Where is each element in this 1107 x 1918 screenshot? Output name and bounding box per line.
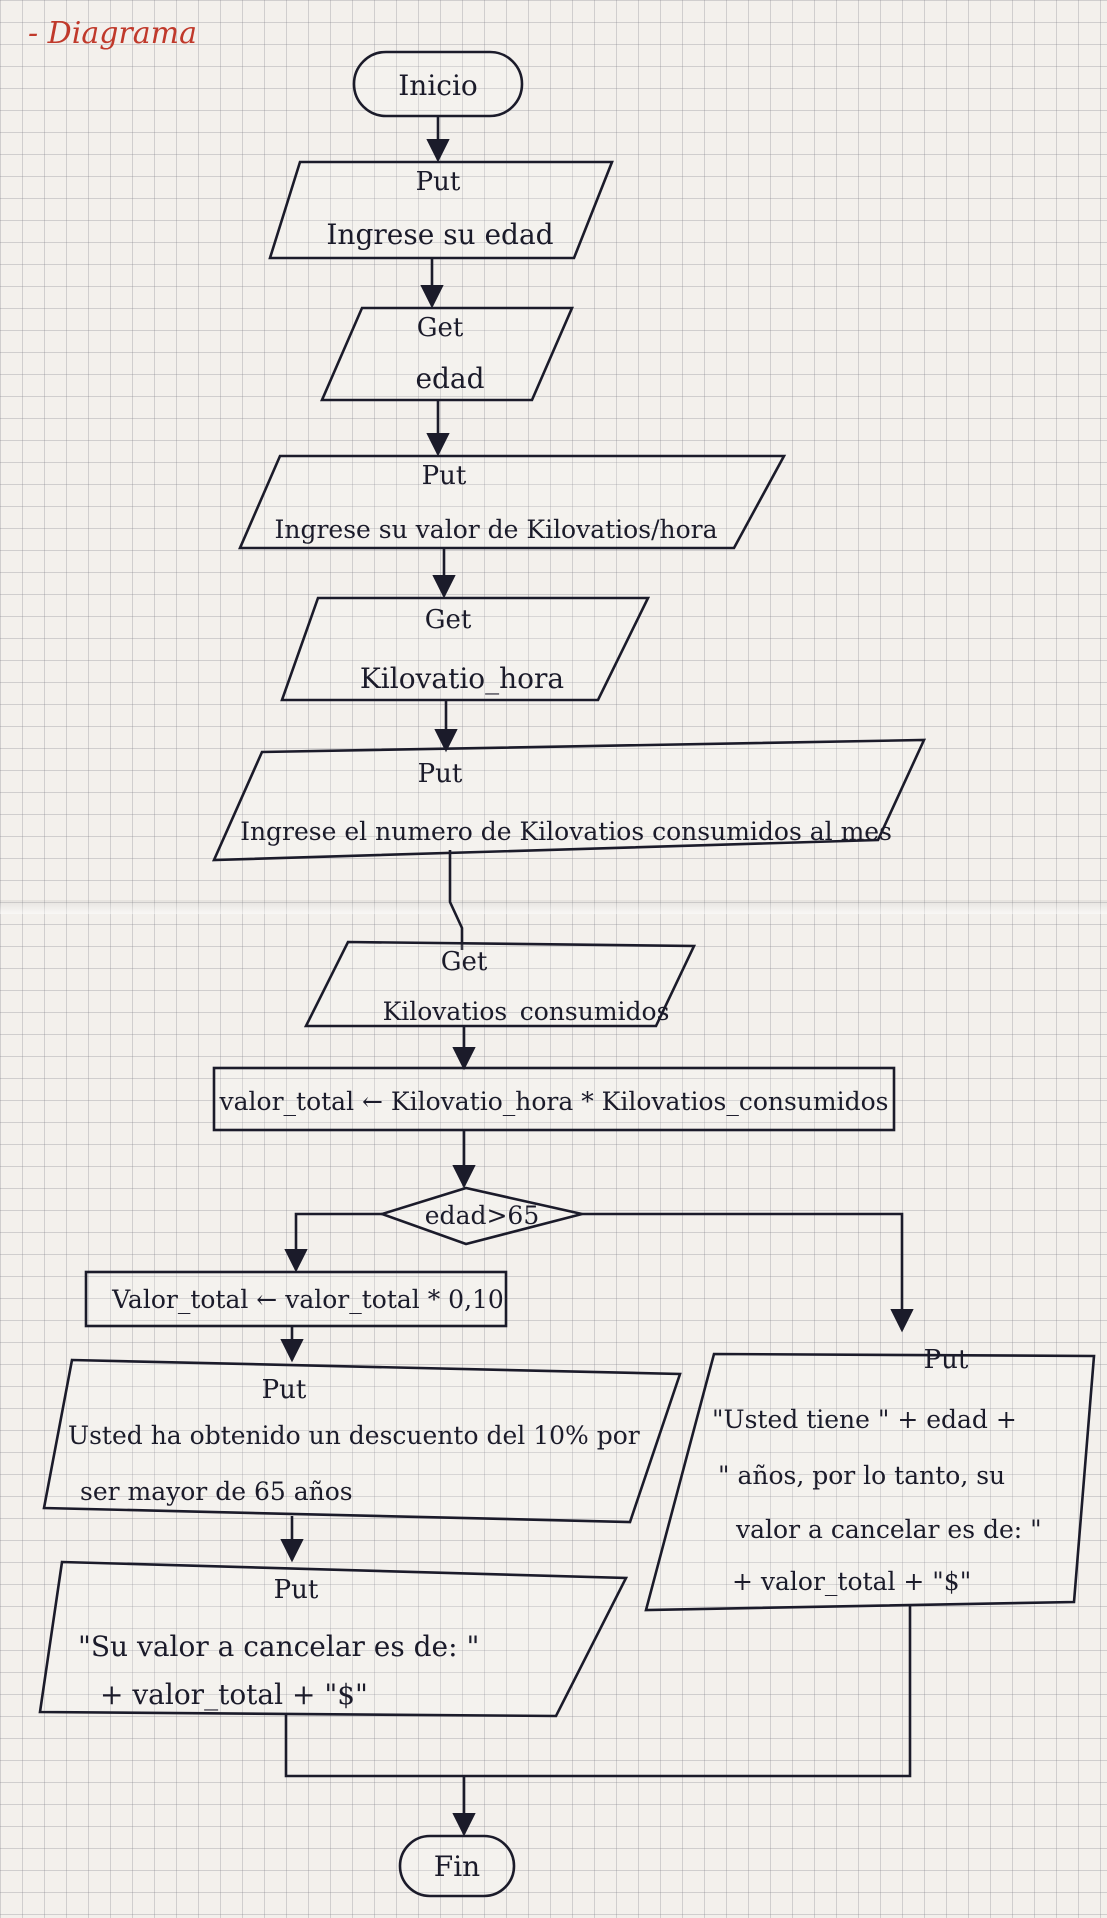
- branch-yes-line: [284, 1212, 382, 1273]
- put-valor-si-line1: "Su valor a cancelar es de: ": [78, 1630, 479, 1663]
- decision-diamond: [377, 1186, 583, 1246]
- end-label: Fin: [434, 1850, 480, 1883]
- put-kwh-kind: Put: [422, 461, 467, 491]
- get-edad-text: edad: [415, 362, 484, 395]
- put-descuento-box: [42, 1358, 682, 1524]
- put-descuento-line2: ser mayor de 65 años: [80, 1477, 353, 1506]
- put-consumidos-box: [211, 738, 927, 862]
- put-valor-no-line3: valor a cancelar es de: ": [735, 1515, 1042, 1544]
- calc-descuento-box: [84, 1270, 508, 1328]
- put-edad-box: [268, 160, 614, 260]
- branch-no-line: [582, 1212, 914, 1333]
- get-kwh-text: Kilovatio_hora: [360, 662, 564, 695]
- put-descuento-line1: Usted ha obtenido un descuento del 10% p…: [68, 1421, 640, 1450]
- connector-6: [448, 850, 464, 950]
- put-consumidos-text: Ingrese el numero de Kilovatios consumid…: [240, 817, 892, 846]
- diagram-heading: - Diagrama: [28, 16, 197, 51]
- calc-descuento-text: Valor_total ← valor_total * 0,10: [111, 1285, 504, 1314]
- put-valor-no-line1: "Usted tiene " + edad +: [712, 1405, 1017, 1434]
- put-valor-no-kind: Put: [924, 1345, 969, 1375]
- get-kwh-box: [280, 596, 651, 702]
- get-consumidos-box: [303, 940, 697, 1028]
- decision-text: edad>65: [425, 1201, 539, 1230]
- put-valor-si-box: [38, 1560, 629, 1718]
- get-consumidos-kind: Get: [441, 947, 488, 977]
- put-consumidos-kind: Put: [418, 759, 463, 789]
- get-kwh-kind: Get: [425, 605, 472, 635]
- put-edad-kind: Put: [416, 167, 461, 197]
- end-terminal: [398, 1834, 516, 1898]
- page-seam: [0, 900, 1107, 914]
- put-valor-no-box: [644, 1352, 1096, 1612]
- merge-right-line: [464, 1604, 912, 1778]
- put-valor-si-kind: Put: [274, 1575, 319, 1605]
- put-valor-no-line2: " años, por lo tanto, su: [718, 1461, 1005, 1490]
- put-valor-no-line4: + valor_total + "$": [732, 1567, 971, 1596]
- put-descuento-kind: Put: [262, 1375, 307, 1405]
- put-edad-text: Ingrese su edad: [326, 218, 553, 251]
- calc-total-box: [212, 1066, 896, 1132]
- put-valor-si-line2: + valor_total + "$": [100, 1678, 368, 1711]
- get-edad-box: [320, 306, 574, 402]
- put-kwh-box: [238, 454, 787, 550]
- get-edad-kind: Get: [417, 313, 464, 343]
- calc-total-text: valor_total ← Kilovatio_hora * Kilovatio…: [219, 1087, 889, 1116]
- start-label: Inicio: [398, 69, 478, 102]
- get-consumidos-text: Kilovatios_consumidos: [383, 997, 670, 1026]
- merge-left-line: [284, 1714, 464, 1778]
- put-kwh-text: Ingrese su valor de Kilovatios/hora: [275, 515, 718, 544]
